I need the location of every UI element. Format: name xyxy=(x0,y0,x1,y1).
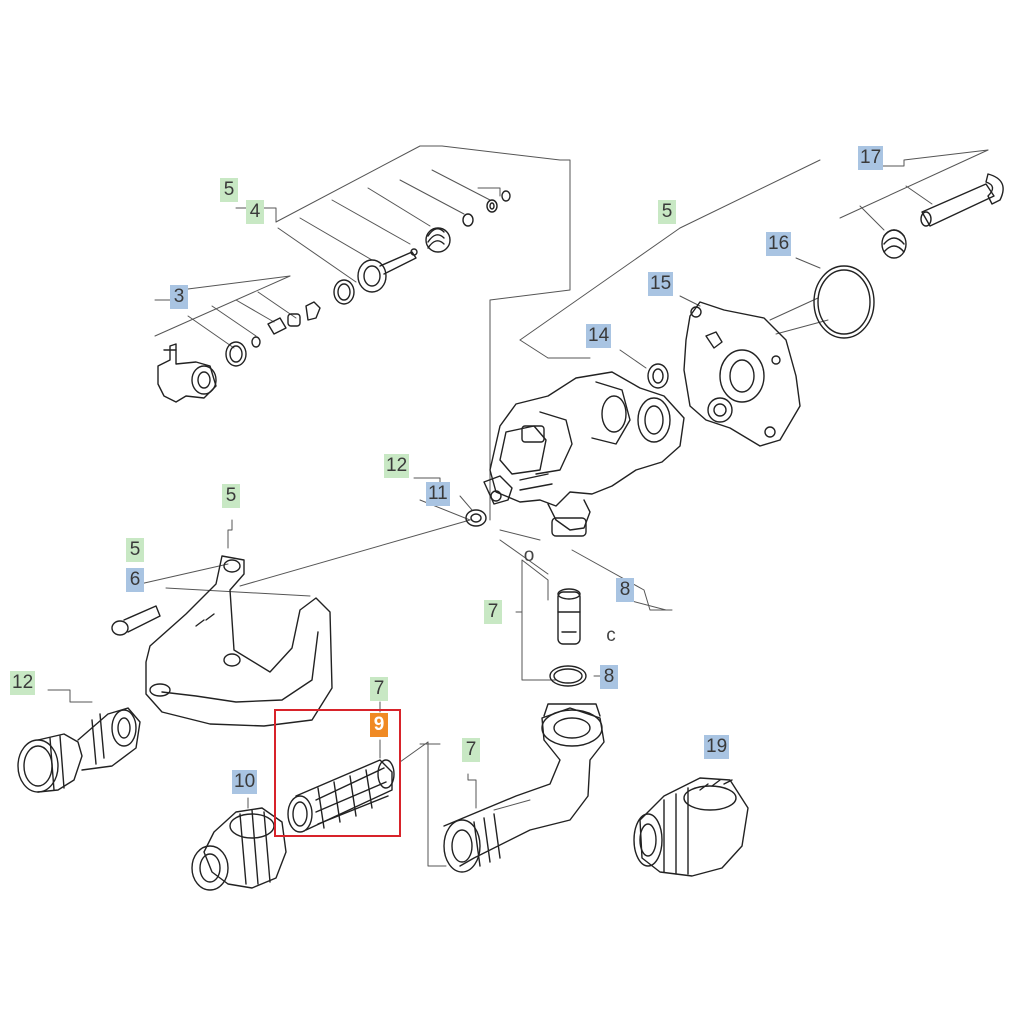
callout-7-elbow: 7 xyxy=(462,738,480,762)
callout-4: 4 xyxy=(246,200,264,224)
callout-7-mid: 7 xyxy=(484,600,502,624)
filter-9 xyxy=(287,759,395,833)
callout-5-bracket: 5 xyxy=(222,484,240,508)
pump-housing xyxy=(483,371,685,537)
callout-5-bolt: 5 xyxy=(126,538,144,562)
outlet-fitting xyxy=(157,343,217,403)
callout-5-pump: 5 xyxy=(658,200,676,224)
seal-ring-14 xyxy=(647,363,669,389)
callout-9: 9 xyxy=(370,713,388,737)
part-group-3 xyxy=(157,301,321,403)
callout-11: 11 xyxy=(426,482,450,506)
callout-8-lower: 8 xyxy=(600,665,618,689)
callout-5-group4: 5 xyxy=(220,178,238,202)
callout-8-upper: 8 xyxy=(616,578,634,602)
hose-adapter-10 xyxy=(191,807,287,891)
callout-6: 6 xyxy=(126,568,144,592)
callout-12-mid: 12 xyxy=(384,454,410,478)
callout-c-faded: c xyxy=(606,625,616,646)
part-group-4 xyxy=(333,190,511,305)
callout-3: 3 xyxy=(170,285,188,309)
highlight-box-filter xyxy=(274,709,401,837)
valve-piston xyxy=(357,248,418,293)
washer-11 xyxy=(465,509,487,527)
pump-cover-15 xyxy=(683,301,801,447)
callout-7-filter: 7 xyxy=(370,677,388,701)
quick-coupler-19 xyxy=(633,777,749,877)
inlet-coupling-12 xyxy=(17,707,141,793)
callout-19: 19 xyxy=(704,735,730,759)
o-ring-16 xyxy=(813,265,875,339)
valve-spring xyxy=(425,227,451,253)
callout-10: 10 xyxy=(232,770,258,794)
callout-14: 14 xyxy=(586,324,612,348)
callout-16: 16 xyxy=(766,232,792,256)
callout-15: 15 xyxy=(648,272,674,296)
handle-bracket xyxy=(145,555,333,727)
elbow-fitting-7 xyxy=(443,703,605,873)
callout-o-faded: o xyxy=(523,545,535,566)
callout-17: 17 xyxy=(858,146,884,170)
leader-lines xyxy=(47,145,989,867)
valve-insert xyxy=(557,588,581,645)
bolt-6 xyxy=(111,605,161,636)
o-ring-8 xyxy=(549,665,587,687)
callout-12-left: 12 xyxy=(10,671,36,695)
part-group-17 xyxy=(881,173,1004,259)
